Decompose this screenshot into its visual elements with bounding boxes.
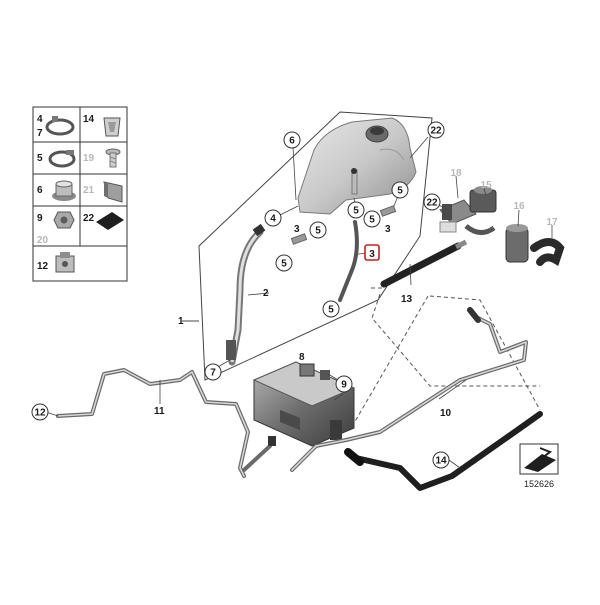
filter-16 <box>505 224 529 263</box>
label-13: 13 <box>401 294 413 305</box>
callout-5-d[interactable]: 5 <box>363 210 381 228</box>
legend-num-22: 22 <box>83 213 95 224</box>
svg-text:7: 7 <box>210 368 216 379</box>
holder-icon <box>55 252 75 273</box>
svg-text:5: 5 <box>328 305 334 316</box>
svg-text:22: 22 <box>430 126 442 137</box>
fuel-tank <box>297 117 417 215</box>
label-16: 16 <box>513 201 525 212</box>
legend-num-20: 20 <box>37 235 49 246</box>
hose-13 <box>380 239 468 288</box>
orientation-arrow-icon <box>519 443 559 475</box>
callout-22-top[interactable]: 22 <box>427 121 445 139</box>
label-1: 1 <box>178 316 184 327</box>
clip-icon <box>103 117 121 137</box>
legend-num-21: 21 <box>83 185 95 196</box>
valve-assembly <box>439 186 497 235</box>
callout-4[interactable]: 4 <box>264 209 282 227</box>
legend-num-14: 14 <box>83 114 95 125</box>
legend-num-6: 6 <box>37 185 43 196</box>
legend-num-5: 5 <box>37 153 43 164</box>
callout-5-e[interactable]: 5 <box>275 254 293 272</box>
legend-num-7: 7 <box>37 128 43 139</box>
hose-2 <box>226 223 266 366</box>
legend-num-12: 12 <box>37 261 49 272</box>
assembly-outline <box>182 111 433 381</box>
legend-grid: 4 7 14 5 19 6 21 <box>32 106 128 282</box>
svg-text:5: 5 <box>353 206 359 217</box>
callout-22-side[interactable]: 22 <box>423 193 441 211</box>
label-8: 8 <box>299 352 305 363</box>
hose-clamp-icon <box>45 116 75 136</box>
carbon-canister <box>252 361 356 447</box>
callout-5-f[interactable]: 5 <box>322 300 340 318</box>
legend-num-9: 9 <box>37 213 43 224</box>
pad-icon <box>96 212 124 230</box>
svg-text:22: 22 <box>426 198 438 209</box>
callout-14[interactable]: 14 <box>432 451 450 469</box>
hose-3 <box>338 220 359 302</box>
pipe-10 <box>290 307 528 472</box>
label-2: 2 <box>263 288 269 299</box>
label-10: 10 <box>440 408 452 419</box>
spring-left <box>290 233 308 245</box>
callout-5-a[interactable]: 5 <box>347 201 365 219</box>
callout-9[interactable]: 9 <box>335 375 353 393</box>
label-18: 18 <box>450 168 462 179</box>
grommet-icon <box>52 180 76 201</box>
nut-icon <box>53 211 75 229</box>
svg-text:9: 9 <box>341 380 347 391</box>
callout-7[interactable]: 7 <box>204 363 222 381</box>
callout-6[interactable]: 6 <box>283 131 301 149</box>
hose-14 <box>344 411 543 491</box>
label-3-left: 3 <box>294 224 300 235</box>
spring-right <box>379 205 397 217</box>
svg-text:12: 12 <box>34 408 46 419</box>
hose-17 <box>530 238 565 266</box>
legend-num-4: 4 <box>37 114 43 125</box>
callout-5-c[interactable]: 5 <box>309 221 327 239</box>
svg-text:5: 5 <box>281 259 287 270</box>
svg-text:5: 5 <box>397 186 403 197</box>
dashed-guides <box>349 287 541 431</box>
screw-icon <box>105 148 121 168</box>
svg-text:14: 14 <box>435 456 447 467</box>
bracket-icon <box>103 181 123 203</box>
label-15: 15 <box>480 180 492 191</box>
label-11: 11 <box>154 406 165 417</box>
pipe-11 <box>56 368 276 478</box>
svg-text:5: 5 <box>369 215 375 226</box>
svg-text:5: 5 <box>315 226 321 237</box>
label-3-highlight[interactable]: 3 <box>364 244 380 261</box>
band-clamp-icon <box>48 150 76 168</box>
diagram-code: 152626 <box>524 479 554 489</box>
svg-text:3: 3 <box>369 249 375 260</box>
legend-num-19: 19 <box>83 153 95 164</box>
callout-5-b[interactable]: 5 <box>391 181 409 199</box>
callout-12[interactable]: 12 <box>31 403 49 421</box>
label-3-right: 3 <box>385 224 391 235</box>
svg-text:4: 4 <box>270 214 276 225</box>
svg-text:6: 6 <box>289 136 295 147</box>
label-17: 17 <box>546 217 558 228</box>
